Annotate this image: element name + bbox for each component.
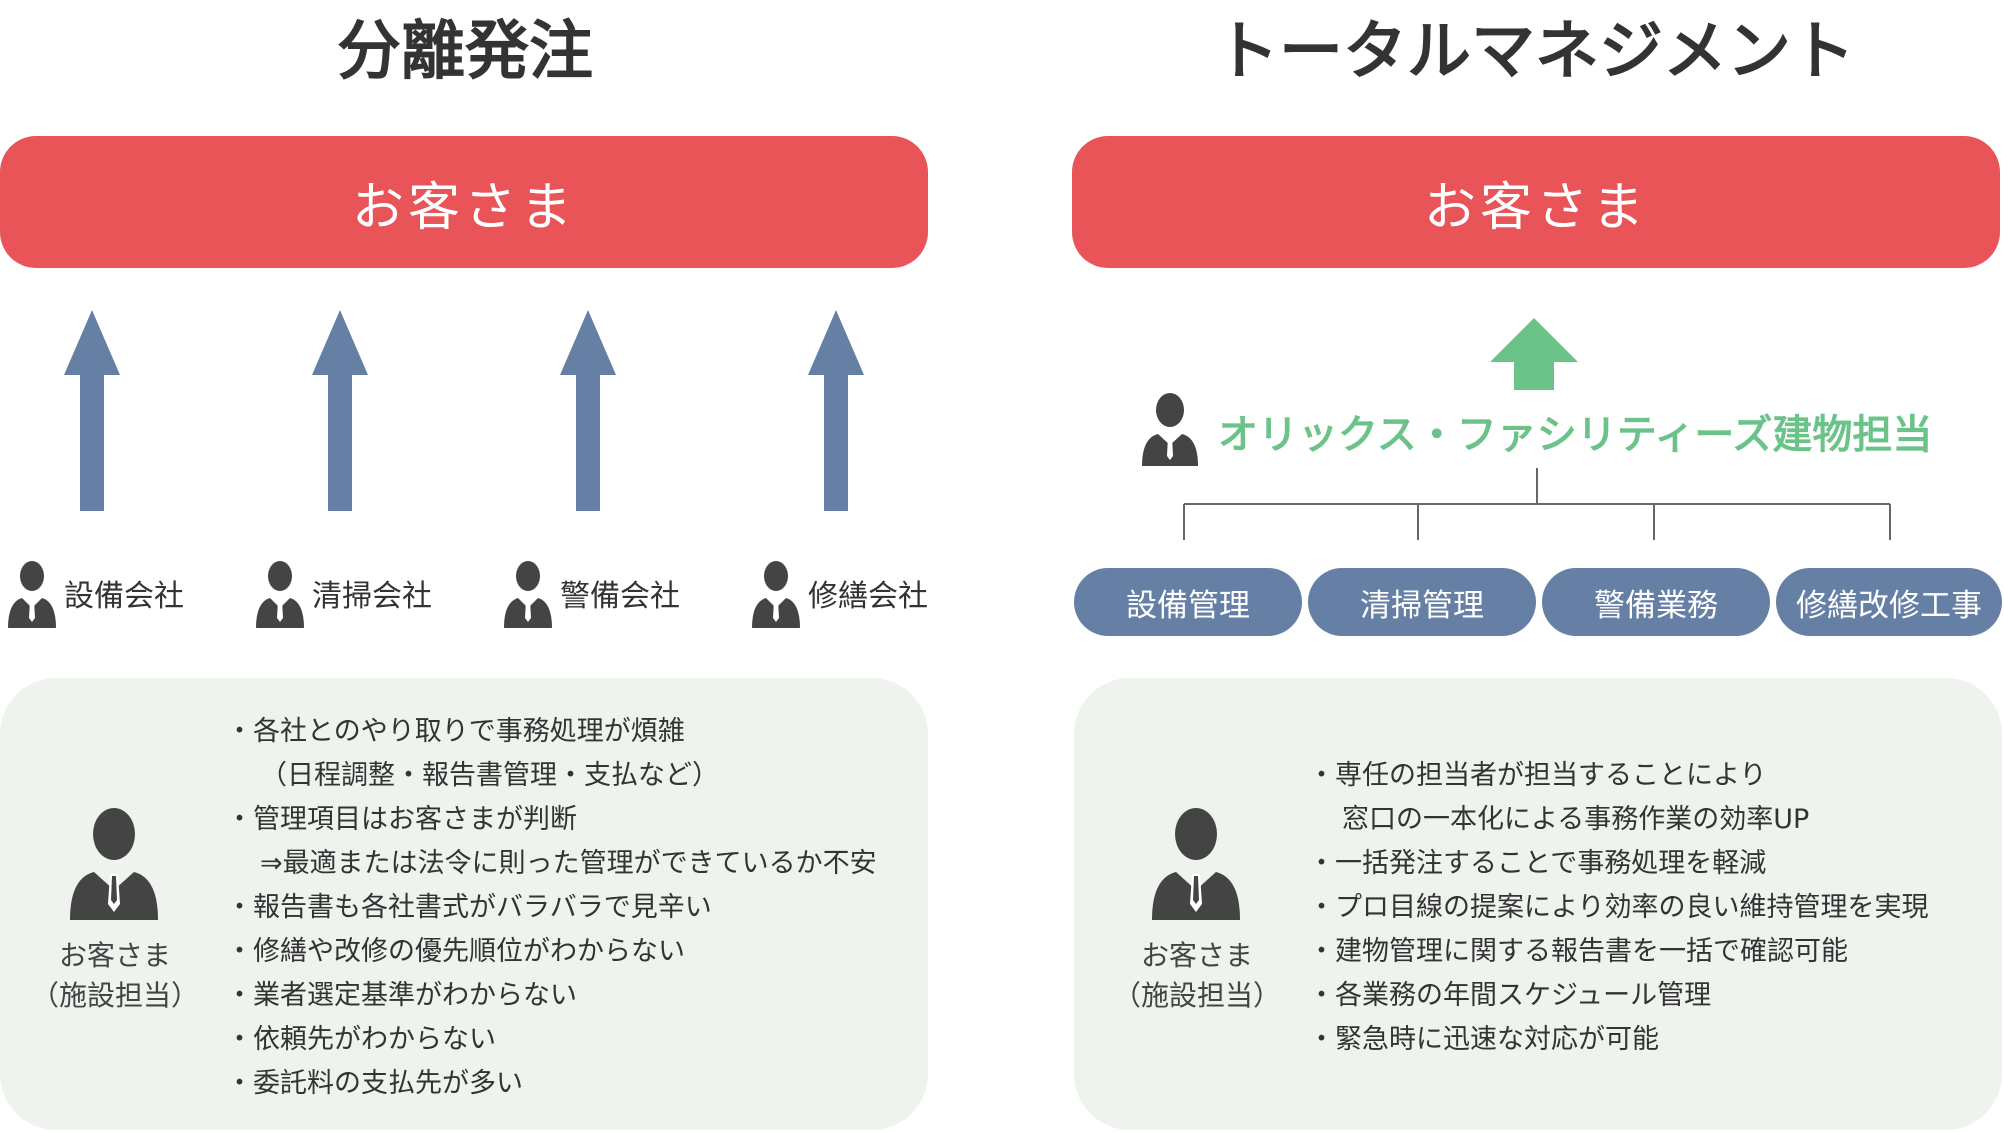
person-icon	[1152, 808, 1240, 920]
company-label: 修繕会社	[808, 579, 928, 614]
list-item: ・建物管理に関する報告書を一括で確認可能	[1308, 936, 1848, 967]
service-pill-keibi: 警備業務	[1542, 568, 1770, 636]
company-label: 警備会社	[560, 579, 680, 614]
arrow-up-icon	[808, 310, 864, 511]
list-item: ・プロ目線の提案により効率の良い維持管理を実現	[1308, 892, 1929, 923]
service-pill-setsubi: 設備管理	[1074, 568, 1302, 636]
left-persona-caption: お客さま （施設担当）	[30, 939, 199, 1012]
person-icon	[8, 561, 56, 628]
list-item: ・各社とのやり取りで事務処理が煩雑 （日程調整・報告書管理・支払など）	[226, 716, 719, 791]
list-item: ・業者選定基準がわからない	[226, 980, 577, 1011]
company-item-seiso: 清掃会社	[254, 558, 432, 628]
list-item: ・依頼先がわからない	[226, 1024, 496, 1055]
list-item: ・報告書も各社書式がバラバラで見辛い	[226, 892, 712, 923]
company-item-setsubi: 設備会社	[6, 558, 184, 628]
left-issues-list: ・各社とのやり取りで事務処理が煩雑 （日程調整・報告書管理・支払など） ・管理項…	[226, 710, 877, 1106]
left-heading: 分離発注	[337, 15, 593, 89]
list-item: ・各業務の年間スケジュール管理	[1308, 980, 1712, 1011]
left-arrows	[64, 310, 864, 511]
arrow-up-icon	[312, 310, 368, 511]
left-customer-bar: お客さま	[0, 136, 928, 268]
company-label: 清掃会社	[312, 579, 432, 614]
list-item: ・専任の担当者が担当することにより 窓口の一本化による事務作業の効率UP	[1308, 760, 1810, 835]
list-item: ・管理項目はお客さまが判断 ⇒最適または法令に則った管理ができているか不安	[226, 804, 877, 879]
person-icon	[256, 561, 304, 628]
arrow-up-icon	[64, 310, 120, 511]
service-pill-seiso: 清掃管理	[1308, 568, 1536, 636]
company-item-shuzen: 修繕会社	[750, 558, 928, 628]
org-connector	[1183, 468, 1891, 540]
list-item: ・委託料の支払先が多い	[226, 1068, 523, 1099]
right-heading: トータルマネジメント	[1215, 15, 1855, 89]
right-persona-caption: お客さま （施設担当）	[1112, 939, 1281, 1012]
arrow-up-icon	[1490, 318, 1578, 390]
list-item: ・緊急時に迅速な対応が可能	[1308, 1024, 1659, 1055]
person-icon	[752, 561, 800, 628]
right-benefits-list: ・専任の担当者が担当することにより 窓口の一本化による事務作業の効率UP ・一括…	[1308, 754, 1928, 1062]
company-item-keibi: 警備会社	[502, 558, 680, 628]
person-icon	[1142, 393, 1198, 466]
person-icon	[70, 808, 158, 920]
orix-manager-label: オリックス・ファシリティーズ建物担当	[1218, 412, 1933, 458]
arrow-up-icon	[560, 310, 616, 511]
list-item: ・修繕や改修の優先順位がわからない	[226, 936, 685, 967]
service-pill-shuzen: 修繕改修工事	[1776, 568, 2002, 636]
company-label: 設備会社	[64, 579, 184, 614]
list-item: ・一括発注することで事務処理を軽減	[1308, 848, 1767, 879]
person-icon	[504, 561, 552, 628]
right-customer-bar: お客さま	[1072, 136, 2000, 268]
